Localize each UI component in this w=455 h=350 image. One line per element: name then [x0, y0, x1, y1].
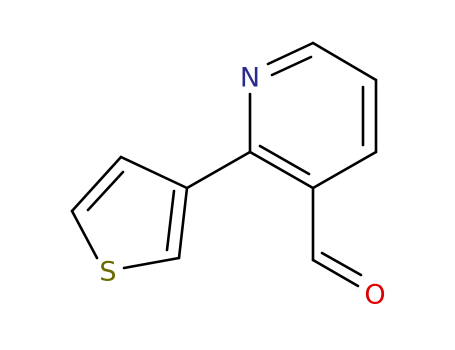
pyridine-ring — [248, 41, 378, 190]
thiophene-ring — [70, 155, 189, 270]
bond-c3-c2 — [248, 150, 315, 190]
bond-th-c5-s — [70, 209, 99, 260]
atom-label-oxygen: O — [364, 280, 385, 311]
atom-label-sulfur: S — [99, 257, 116, 288]
aldehyde-group — [311, 186, 363, 288]
bond-c4-c3 — [311, 150, 378, 190]
bond-th-c4-c5 — [70, 155, 123, 213]
bond-c-o-inner — [320, 251, 363, 277]
bond-c-o — [311, 258, 360, 288]
bond-pyridine-thiophene — [185, 150, 252, 190]
bond-c3-c2-inner — [258, 144, 311, 176]
bond-th-c4-c5-inner — [86, 170, 125, 212]
bond-th-c2-c3 — [177, 186, 189, 260]
bond-n-c6 — [266, 41, 315, 66]
bond-th-c2-c3-inner — [165, 189, 176, 252]
bond-th-s-c2 — [122, 256, 181, 270]
bond-th-c3-c4 — [119, 155, 189, 190]
bond-c6-c5 — [311, 41, 378, 82]
bond-n-c6-inner — [270, 55, 313, 77]
atom-label-nitrogen: N — [240, 63, 260, 94]
